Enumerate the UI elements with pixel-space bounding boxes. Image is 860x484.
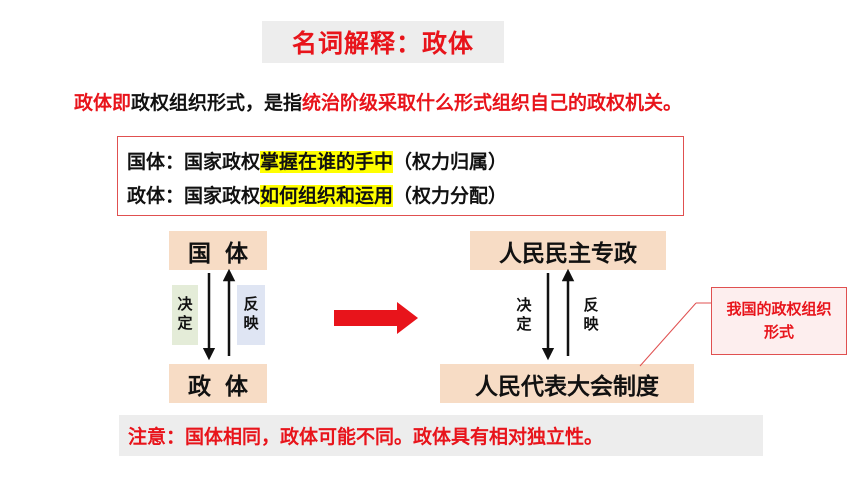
note-box: 注意：国体相同，政体可能不同。政体具有相对独立性。 [119, 415, 763, 456]
callout-box: 我国的政权组织形式 [711, 287, 847, 355]
big-right-arrow [334, 302, 418, 334]
definition-explanation: 统治阶级采取什么形式组织自己的政权机关。 [302, 92, 683, 114]
zhengti-box: 政体 [169, 364, 267, 403]
decide-label-left: 决定 [172, 285, 198, 345]
reflect-label-right: 反映 [581, 297, 600, 335]
guoti-definition-line: 国体：国家政权掌握在谁的手中（权力归属） [127, 147, 507, 174]
guoti-suffix: （权力归属） [393, 151, 508, 173]
guoti-highlight: 掌握在谁的手中 [260, 151, 394, 173]
definition-text: 政体即政权组织形式，是指统治阶级采取什么形式组织自己的政权机关。 [74, 88, 682, 115]
zhengti-highlight: 如何组织和运用 [260, 185, 394, 207]
guoti-prefix: 国体：国家政权 [127, 151, 261, 173]
zhengti-definition-line: 政体：国家政权如何组织和运用（权力分配） [127, 181, 507, 208]
zhengti-prefix: 政体：国家政权 [127, 185, 261, 207]
page-title: 名词解释：政体 [262, 21, 504, 63]
reflect-label-left: 反映 [237, 285, 265, 345]
definition-term: 政体即 [74, 92, 132, 114]
zhengti-suffix: （权力分配） [393, 185, 508, 207]
guoti-box: 国体 [169, 231, 267, 270]
callout-pointer [639, 302, 697, 367]
definition-middle: 政权组织形式，是指 [131, 92, 303, 114]
decide-label-right: 决定 [514, 297, 533, 335]
comparison-box: 国体：国家政权掌握在谁的手中（权力归属） 政体：国家政权如何组织和运用（权力分配… [117, 136, 684, 216]
peoples-democratic-dictatorship-box: 人民民主专政 [470, 231, 666, 270]
peoples-congress-system-box: 人民代表大会制度 [440, 364, 694, 403]
